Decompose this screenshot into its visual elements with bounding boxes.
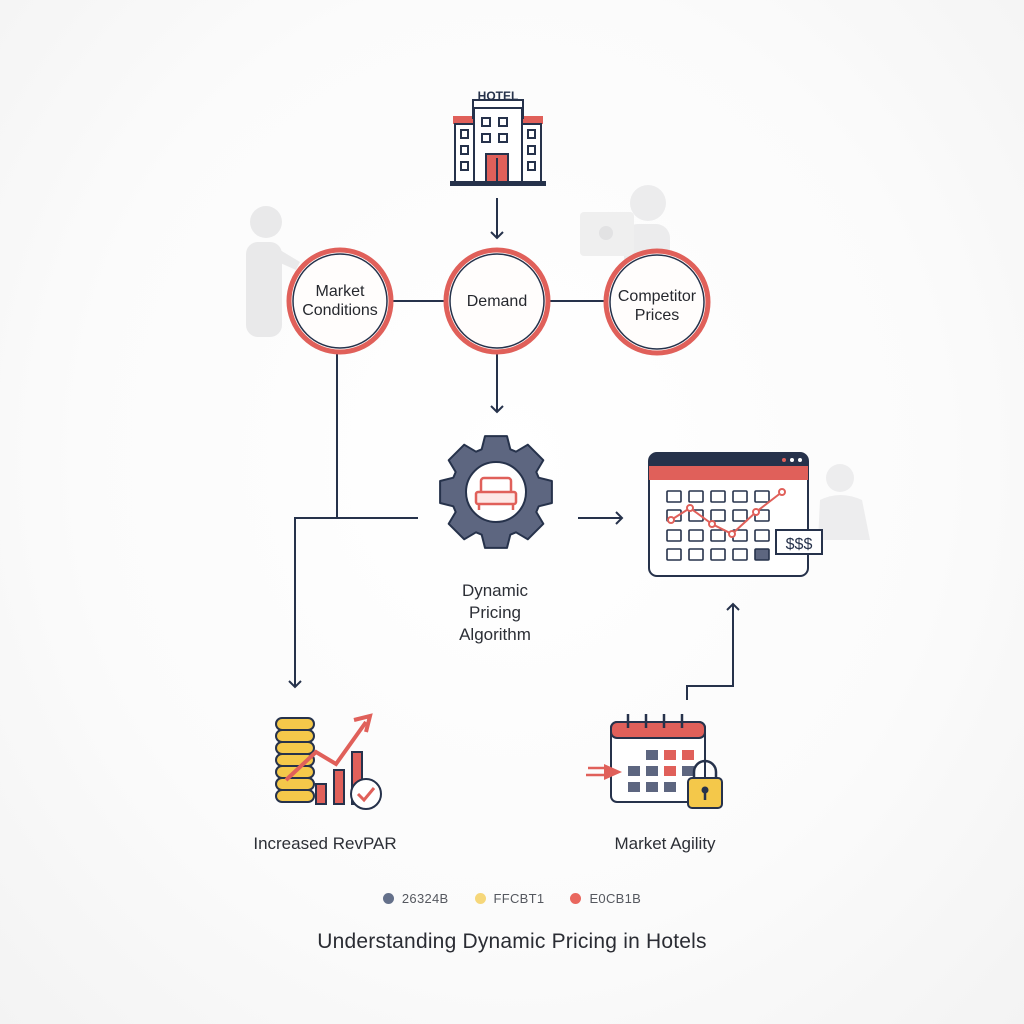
node-market-conditions-label: Market Conditions [285,282,395,320]
algorithm-label: Dynamic Pricing Algorithm [430,580,560,646]
connectors [288,198,740,700]
bed-icon [474,476,518,510]
legend-label-3: E0CB1B [589,891,642,906]
competitor-prices-line-2: Prices [634,307,680,324]
node-competitor-prices-label: Competitor Prices [602,287,712,325]
market-conditions-line-1: Market [315,283,365,300]
competitor-prices-line-1: Competitor [617,288,697,305]
price-tag-text: $$$ [786,536,813,553]
algorithm-label-line-1: Dynamic [461,581,529,600]
node-competitor-prices [603,248,711,356]
algorithm-label-line-3: Algorithm [459,625,531,644]
legend-label-1: 26324B [401,891,449,906]
background-person-left-icon [246,206,300,337]
page-title: Understanding Dynamic Pricing in Hotels [317,930,707,953]
legend-dot-3 [570,893,582,904]
revpar-label: Increased RevPAR [253,834,397,853]
market-conditions-line-2: Conditions [302,302,378,319]
market-agility-calendar-icon [586,714,723,809]
legend-dot-2 [474,893,486,904]
legend-item-3: E0CB1B [570,891,641,906]
color-legend: 26324B FFCBT1 E0CB1B [0,891,1024,906]
hotel-sign: HOTEL [478,89,519,103]
legend-item-2: FFCBT1 [474,891,545,906]
market-agility-label: Market Agility [614,834,716,853]
price-tag [775,529,823,555]
legend-item-1: 26324B [382,891,449,906]
node-market-conditions [286,247,394,355]
pricing-dashboard-icon: $$$ [648,452,823,577]
background-person-dashboard-icon [818,464,870,540]
revpar-chart-icon [275,713,382,810]
legend-dot-1 [382,893,394,904]
node-demand [443,247,551,355]
legend-label-2: FFCBT1 [493,891,545,906]
hotel-icon: HOTEL [450,89,546,186]
node-demand-label: Demand [466,293,528,310]
algorithm-label-line-2: Pricing [469,603,521,622]
